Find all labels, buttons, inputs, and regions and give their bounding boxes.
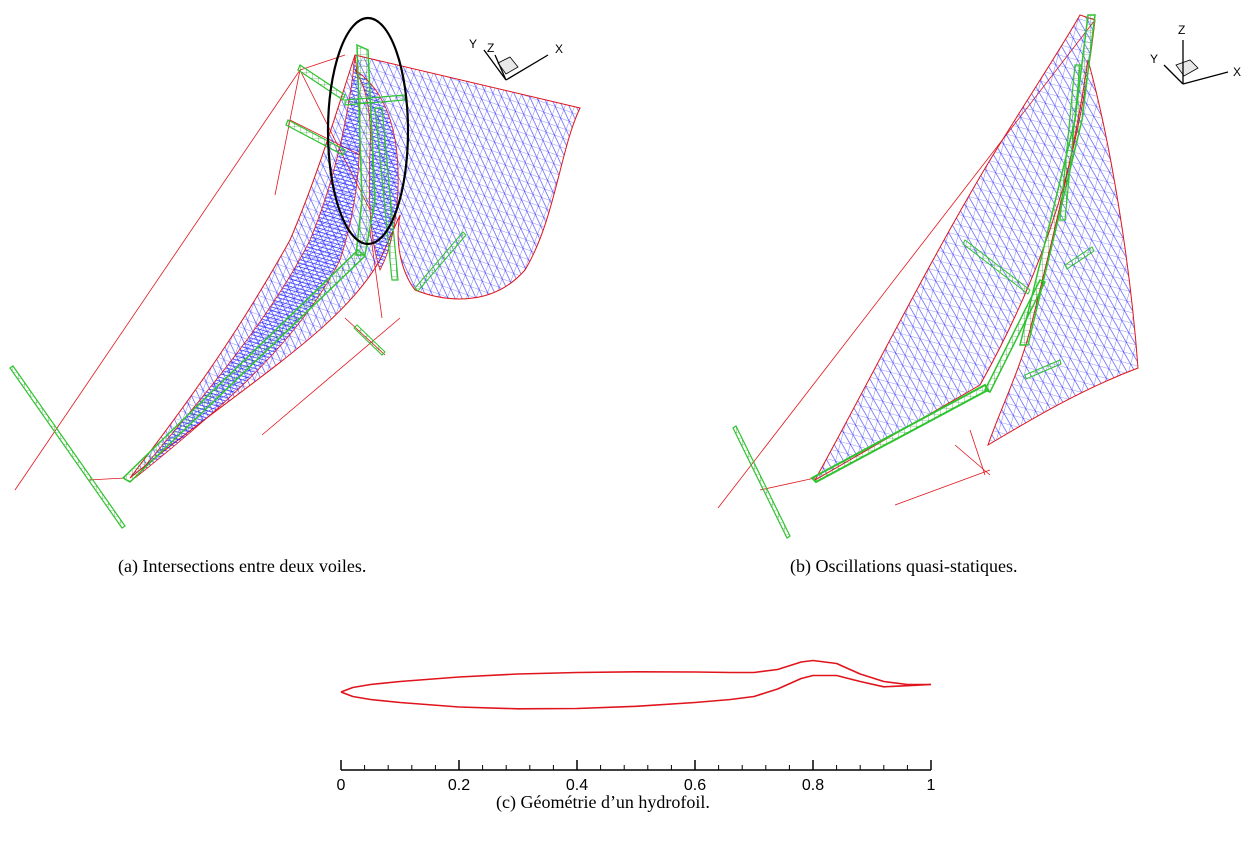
axis-x-label: X [555,42,563,56]
axis-x-label-b: X [1233,65,1241,79]
axis-z-label-b: Z [1178,23,1185,37]
boom-spar [121,248,367,483]
x-tick-label: 0.2 [448,777,470,790]
spreader-low [344,94,406,106]
batten-b-2 [1024,359,1062,380]
bowsprit-spar [9,365,126,529]
foil-series-upper [340,659,931,693]
x-tick-label: 0.8 [802,777,824,790]
batten-b-1 [962,239,1031,295]
chart-x-axis: 0 0.2 0.4 0.6 0.8 1 [337,760,936,790]
x-tick-label: 0.6 [684,777,706,790]
batten-1 [414,231,467,292]
caption-c: (c) Géométrie d’un hydrofoil. [496,792,710,812]
spar-top-b [1059,64,1081,221]
bowsprit-spar-b [732,425,791,539]
x-tick-label: 0.4 [566,777,588,790]
caption-a: (a) Intersections entre deux voiles. [118,556,367,576]
axis-triad-a: X Y Z [469,37,563,81]
hydrofoil-chart: 0 0.2 0.4 0.6 0.8 1 [337,659,936,790]
axis-y-label-b: Y [1150,52,1158,66]
intersection-highlight-ellipse [326,16,410,246]
caption-b: (b) Oscillations quasi-statiques. [790,556,1018,576]
rigging-lines [14,54,401,491]
spar-jib-b [983,279,1047,393]
chart-plot-area [340,659,932,710]
spreader-upper [297,64,346,101]
axis-y-label: Y [469,37,477,51]
spar-vertical [374,107,399,281]
spars [9,43,467,529]
batten-b-3 [1064,246,1095,270]
panel-a-figure: X Y Z [9,16,581,529]
x-tick-label: 1 [927,777,936,790]
panel-b-figure: X Y Z [717,14,1241,539]
batten-2 [353,324,386,356]
spreader-mid [285,119,346,156]
axis-triad-b: X Y Z [1150,23,1241,85]
x-tick-label: 0 [337,777,346,790]
spars-b [732,14,1096,539]
foil-series-lower [340,674,932,710]
axis-z-label: Z [487,41,494,55]
sail-mesh-folded [134,54,361,479]
mast-spar [355,43,376,256]
